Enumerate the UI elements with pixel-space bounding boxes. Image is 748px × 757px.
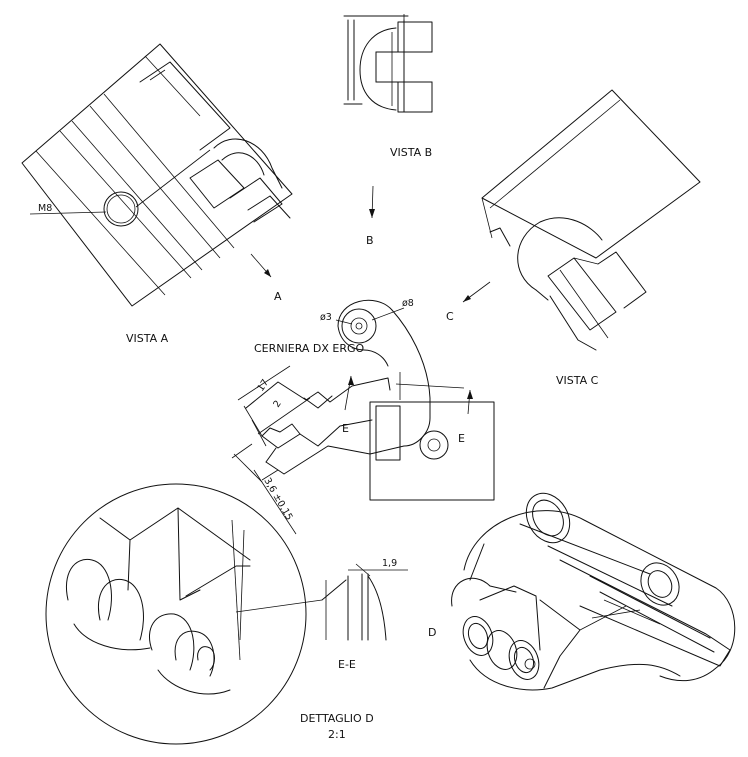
detail-d-scale: 2:1 <box>328 728 346 741</box>
view-c-label: VISTA C <box>556 374 599 387</box>
view-b-arrow <box>369 185 375 219</box>
view-b-label: VISTA B <box>390 146 432 159</box>
dim-2: 2 <box>271 399 284 410</box>
view-b-drawing <box>343 14 433 113</box>
m8-thread-label: M8 <box>38 203 52 214</box>
arrow-c-label: C <box>446 310 454 323</box>
section-e-e-drawing <box>321 563 408 641</box>
dim-1-9: 1,9 <box>382 558 397 569</box>
detail-d-title: DETTAGLIO D <box>300 712 374 725</box>
view-a-drawing: M8 <box>21 43 293 307</box>
hinge-dimension-lines <box>231 365 311 535</box>
view-a-arrow <box>250 253 272 278</box>
isometric-d-label: D <box>428 626 436 639</box>
isometric-view <box>451 492 736 691</box>
phi3-label: ø3 <box>320 312 332 323</box>
section-e-left: E <box>342 422 349 435</box>
arrow-b-label: B <box>366 234 374 247</box>
hinge-title: CERNIERA DX ERGO <box>254 342 365 355</box>
section-e-right: E <box>458 432 465 445</box>
detail-d-drawing <box>45 483 323 745</box>
hinge-front-view <box>245 299 495 501</box>
section-e-e-label: E-E <box>338 658 356 671</box>
view-a-label: VISTA A <box>126 332 169 345</box>
dim-3-6-tolerance: 3,6 ±0,15 <box>261 476 294 522</box>
arrow-a-label: A <box>274 290 282 303</box>
view-c-drawing <box>481 89 701 351</box>
phi8-label: ø8 <box>402 298 414 309</box>
view-c-arrow <box>462 281 491 303</box>
